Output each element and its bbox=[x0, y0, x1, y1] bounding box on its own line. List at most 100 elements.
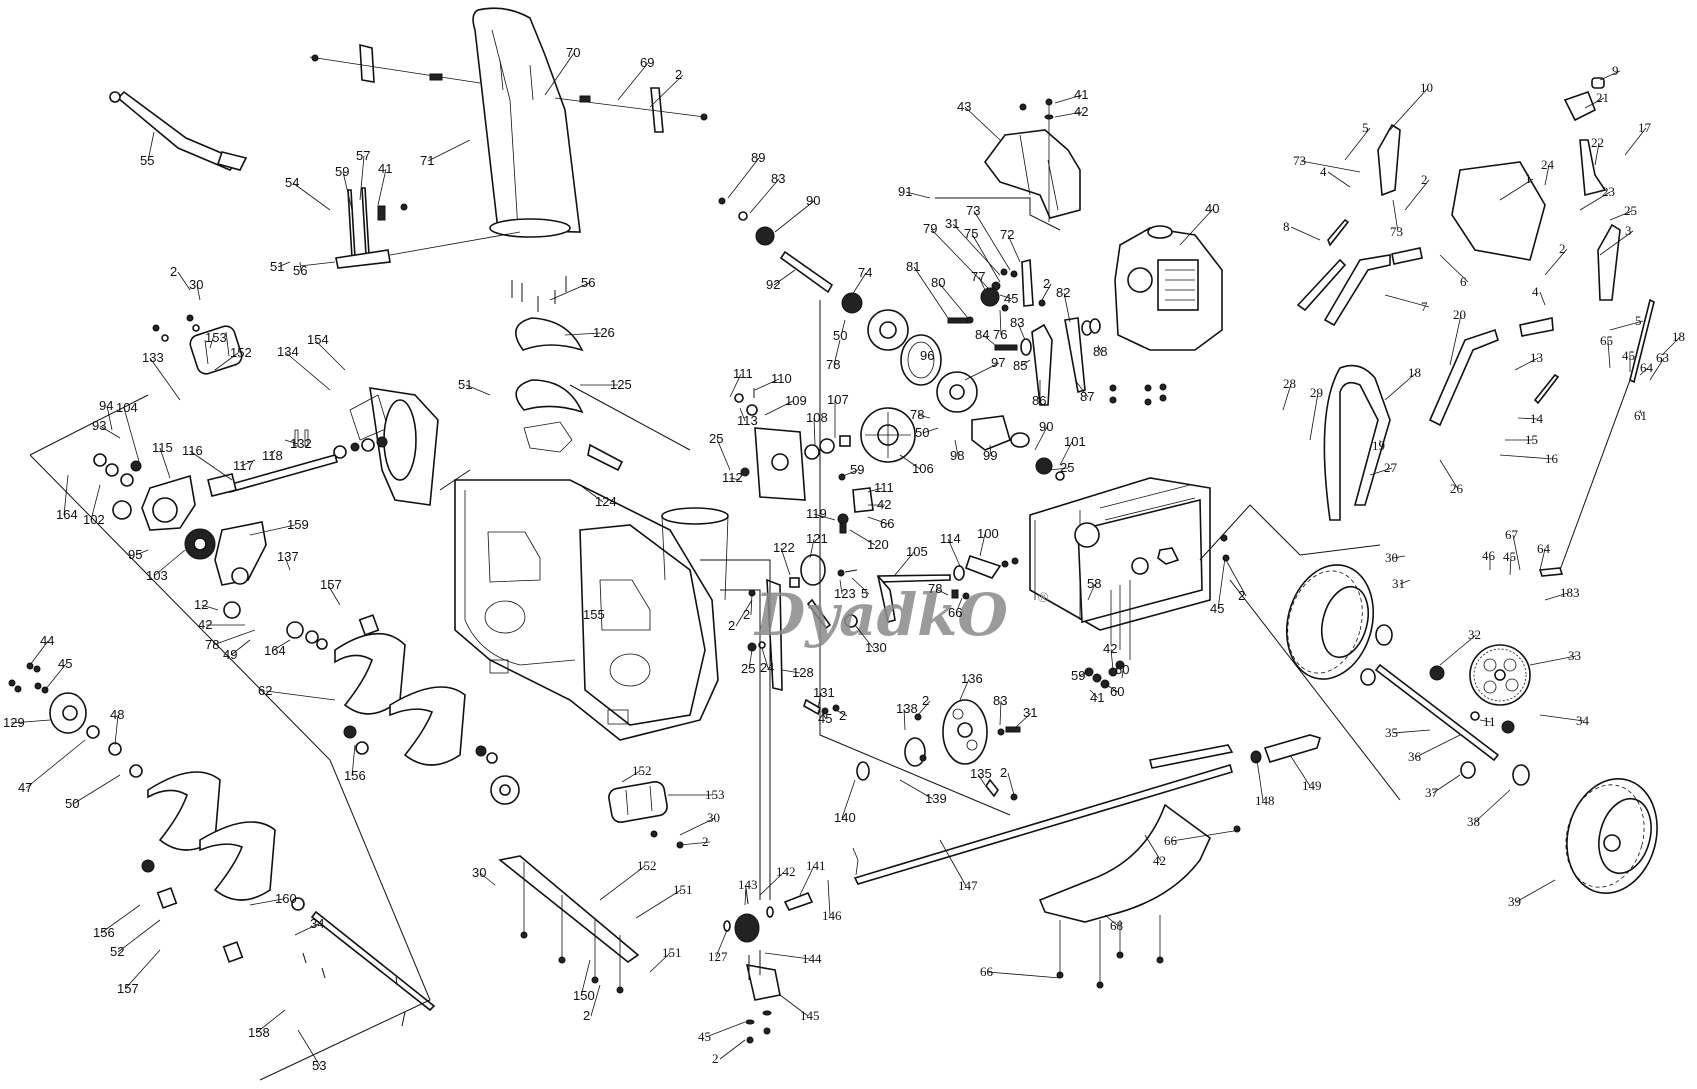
callout-label: 23 bbox=[1602, 184, 1615, 199]
callout-leader-line bbox=[377, 168, 387, 206]
callout-label: 31 bbox=[1392, 576, 1405, 591]
callout-label: 123 bbox=[834, 586, 856, 601]
callout-leader-line bbox=[1097, 344, 1102, 353]
auger-shaft-part bbox=[207, 429, 388, 497]
callout-leader-line bbox=[754, 378, 780, 391]
callout-label: 67 bbox=[1505, 527, 1519, 542]
callout-label: 48 bbox=[110, 707, 124, 722]
callout-label: 114 bbox=[940, 531, 961, 546]
callout-73: 73 bbox=[966, 203, 1011, 271]
callout-label: 47 bbox=[18, 780, 32, 795]
callout-label: 110 bbox=[771, 371, 792, 386]
callout-label: 42 bbox=[877, 497, 891, 512]
callout-93: 93 bbox=[92, 418, 121, 439]
callout-leader-line bbox=[1041, 283, 1052, 301]
callout-label: 59 bbox=[850, 462, 864, 477]
callout-158: 158 bbox=[248, 1009, 286, 1040]
drive-cover-part bbox=[1038, 803, 1241, 989]
callout-label: 149 bbox=[1302, 778, 1322, 793]
callout-leader-line bbox=[265, 690, 336, 701]
callout-2: 2 bbox=[583, 984, 601, 1023]
callout-20: 20 bbox=[1449, 307, 1466, 366]
callout-label: 49 bbox=[223, 647, 237, 662]
callout-leader-line bbox=[1309, 392, 1319, 441]
callout-label: 78 bbox=[826, 357, 840, 372]
callout-label: 5 bbox=[1362, 120, 1369, 135]
callout-25: 25 bbox=[709, 431, 731, 471]
callout-label: 32 bbox=[1468, 627, 1481, 642]
callout-label: 153 bbox=[205, 330, 227, 345]
callout-107: 107 bbox=[827, 392, 849, 438]
callout-145: 145 bbox=[779, 994, 820, 1023]
callout-label: 34 bbox=[1576, 713, 1590, 728]
callout-leader-line bbox=[719, 1039, 746, 1060]
callout-leader-line bbox=[617, 62, 649, 101]
callout-label: 2 bbox=[1559, 241, 1566, 256]
callout-18: 18 bbox=[1384, 365, 1421, 401]
callout-21: 21 bbox=[1584, 90, 1609, 109]
callout-51: 51 bbox=[270, 259, 291, 274]
callout-label: 77 bbox=[971, 269, 985, 284]
callout-110: 110 bbox=[754, 371, 792, 391]
callout-leader-line bbox=[1007, 772, 1015, 796]
callout-label: 125 bbox=[610, 377, 632, 392]
callout-leader-line bbox=[1344, 127, 1371, 161]
callout-150: 150 bbox=[573, 959, 595, 1003]
callout-111: 111 bbox=[729, 366, 753, 398]
callout-67: 67 bbox=[1505, 527, 1521, 571]
callout-121: 121 bbox=[806, 531, 828, 559]
callout-leader-line bbox=[1439, 634, 1477, 666]
callout-label: 159 bbox=[287, 517, 309, 532]
belt-tensioner-part bbox=[947, 258, 1046, 324]
callout-15: 15 bbox=[1505, 432, 1538, 447]
callout-leader-line bbox=[978, 276, 986, 291]
callout-label: 76 bbox=[993, 327, 1007, 342]
auger-lever-part bbox=[1377, 123, 1401, 197]
callout-leader-line bbox=[1609, 320, 1644, 331]
shift-rod-part bbox=[876, 554, 1019, 624]
callout-94: 94 bbox=[99, 398, 113, 431]
callout-label: 85 bbox=[1013, 358, 1027, 373]
callout-2: 2 bbox=[679, 834, 711, 849]
callout-leader-line bbox=[1399, 579, 1411, 585]
worm-gear-part bbox=[184, 521, 328, 650]
callout-label: 137 bbox=[277, 549, 299, 564]
callout-16: 16 bbox=[1499, 451, 1559, 466]
callout-151: 151 bbox=[649, 945, 682, 973]
callout-78: 78 bbox=[205, 629, 256, 652]
callout-127: 127 bbox=[708, 929, 728, 964]
callout-label: 26 bbox=[1450, 481, 1464, 496]
callout-label: 154 bbox=[307, 332, 329, 347]
callout-42: 42 bbox=[1103, 641, 1117, 671]
callout-38: 38 bbox=[1467, 789, 1511, 829]
callout-leader-line bbox=[1544, 592, 1569, 601]
callout-leader-line bbox=[773, 269, 796, 286]
callout-leader-line bbox=[952, 223, 1001, 276]
callout-leader-line bbox=[189, 450, 233, 481]
callout-45: 45 bbox=[1210, 557, 1226, 616]
callout-leader-line bbox=[959, 678, 970, 701]
callout-65: 65 bbox=[1600, 333, 1613, 369]
callout-leader-line bbox=[579, 484, 604, 503]
callout-leader-line bbox=[1661, 336, 1681, 356]
callout-label: 117 bbox=[233, 458, 254, 473]
main-frame-part bbox=[1029, 383, 1230, 689]
shift-handle-part bbox=[1250, 734, 1321, 764]
callout-99: 99 bbox=[983, 444, 997, 463]
callout-leader-line bbox=[1609, 210, 1633, 221]
callout-111: 111 bbox=[867, 480, 894, 495]
callout-leader-line bbox=[779, 994, 809, 1017]
callout-117: 117 bbox=[233, 458, 256, 473]
callout-68: 68 bbox=[1104, 914, 1123, 933]
callout-label: 52 bbox=[110, 944, 124, 959]
callout-label: 89 bbox=[751, 150, 765, 165]
callout-114: 114 bbox=[940, 531, 961, 567]
callout-leader-line bbox=[679, 817, 716, 836]
callout-label: 158 bbox=[248, 1025, 270, 1040]
skid-shoe-part bbox=[152, 314, 243, 375]
callout-leader-line bbox=[1392, 199, 1399, 233]
callout-label: 72 bbox=[1000, 227, 1014, 242]
callout-label: 88 bbox=[1093, 344, 1107, 359]
callout-41: 41 bbox=[1054, 87, 1088, 104]
callout-leader-line bbox=[1415, 734, 1461, 758]
